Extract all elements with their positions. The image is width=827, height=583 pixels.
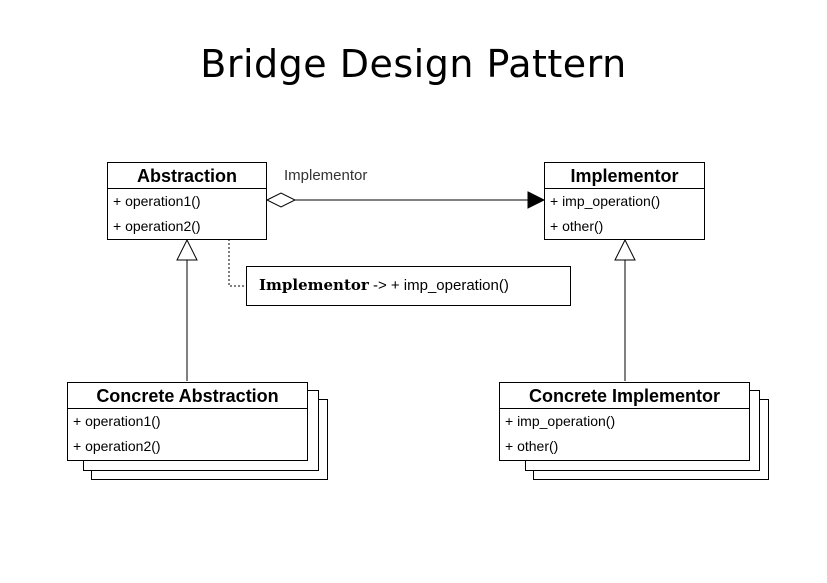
abstraction-op1: + operation1() xyxy=(113,193,201,209)
concrete-implementor-op1: + imp_operation() xyxy=(505,413,616,429)
concrete-implementor-class: Concrete Implementor + imp_operation() +… xyxy=(499,382,750,461)
concrete-abstraction-op1: + operation1() xyxy=(73,413,161,429)
implementor-class: Implementor + imp_operation() + other() xyxy=(544,162,705,240)
concrete-implementor-name: Concrete Implementor xyxy=(500,383,749,409)
concrete-abstraction-name: Concrete Abstraction xyxy=(68,383,307,409)
note-bold-text: Implementor xyxy=(259,276,369,294)
diagram-title: Bridge Design Pattern xyxy=(200,42,627,86)
association-label: Implementor xyxy=(284,167,368,184)
abstraction-class: Abstraction + operation1() + operation2(… xyxy=(107,162,267,240)
note-connector xyxy=(228,223,246,287)
aggregation-diamond xyxy=(265,192,297,208)
implementor-op2: + other() xyxy=(550,218,604,234)
concrete-implementor-op2: + other() xyxy=(505,438,559,454)
concrete-abstraction-op2: + operation2() xyxy=(73,438,161,454)
implementor-op1: + imp_operation() xyxy=(550,193,661,209)
concrete-abstraction-class: Concrete Abstraction + operation1() + op… xyxy=(67,382,308,461)
note-box: Implementor -> + imp_operation() xyxy=(246,266,571,306)
abstraction-op2: + operation2() xyxy=(113,218,201,234)
note-text: -> + imp_operation() xyxy=(368,277,509,294)
abstraction-inheritance-arrow xyxy=(176,238,198,261)
implementor-name: Implementor xyxy=(545,163,704,189)
abstraction-name: Abstraction xyxy=(108,163,266,189)
implementor-inheritance-arrow xyxy=(614,238,636,261)
association-arrowhead xyxy=(527,191,546,209)
